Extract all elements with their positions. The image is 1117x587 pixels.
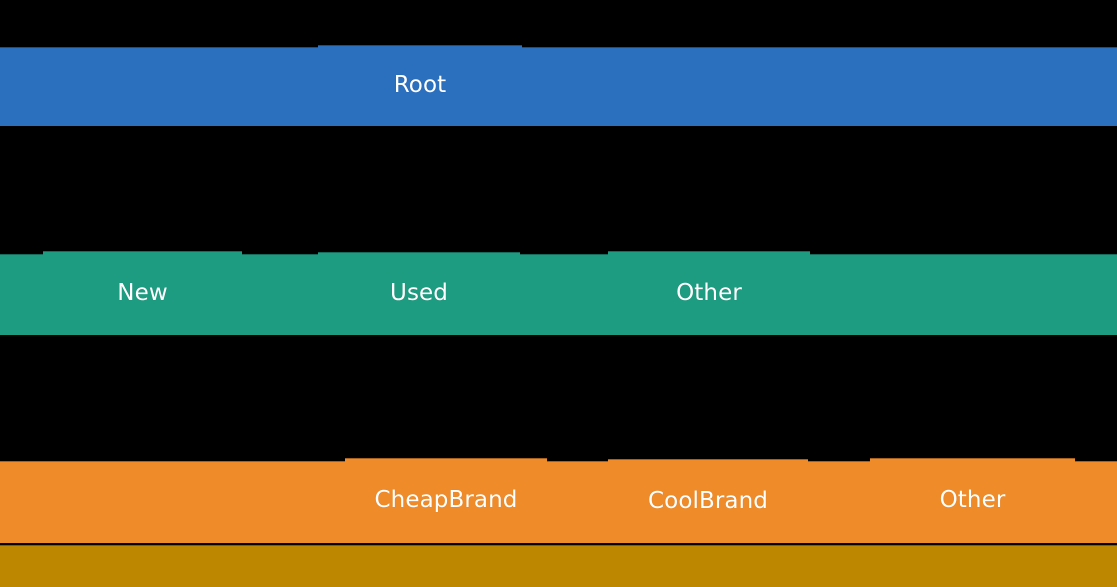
icicle-node-other[interactable]: Other <box>608 251 810 335</box>
icicle-node-segment[interactable] <box>1075 461 1117 543</box>
icicle-node-segment[interactable] <box>522 47 1117 126</box>
icicle-node-other[interactable]: Other <box>870 458 1075 543</box>
icicle-node-coolbrand[interactable]: CoolBrand <box>608 459 808 543</box>
icicle-node-cheapbrand[interactable]: CheapBrand <box>345 458 547 543</box>
icicle-node-label: Root <box>393 72 447 98</box>
icicle-node-label: Other <box>939 487 1006 513</box>
icicle-node-label: CheapBrand <box>374 487 518 513</box>
icicle-node-root[interactable]: Root <box>318 45 522 126</box>
icicle-node-segment[interactable] <box>242 254 318 335</box>
icicle-node-new[interactable]: New <box>43 251 242 335</box>
icicle-node-segment[interactable] <box>808 461 870 543</box>
icicle-node-segment[interactable] <box>810 254 1117 335</box>
icicle-node-label: New <box>117 279 168 306</box>
icicle-node-segment[interactable] <box>0 461 345 543</box>
icicle-node-segment[interactable] <box>0 47 318 126</box>
icicle-node-segment[interactable] <box>547 461 608 543</box>
icicle-node-segment[interactable] <box>0 254 43 335</box>
icicle-node-label: CoolBrand <box>648 487 768 514</box>
icicle-node-segment[interactable] <box>520 254 608 335</box>
icicle-node-used[interactable]: Used <box>318 252 520 335</box>
icicle-node-label: Other <box>676 279 742 306</box>
icicle-node-segment[interactable] <box>0 545 1117 587</box>
icicle-node-label: Used <box>390 280 448 306</box>
